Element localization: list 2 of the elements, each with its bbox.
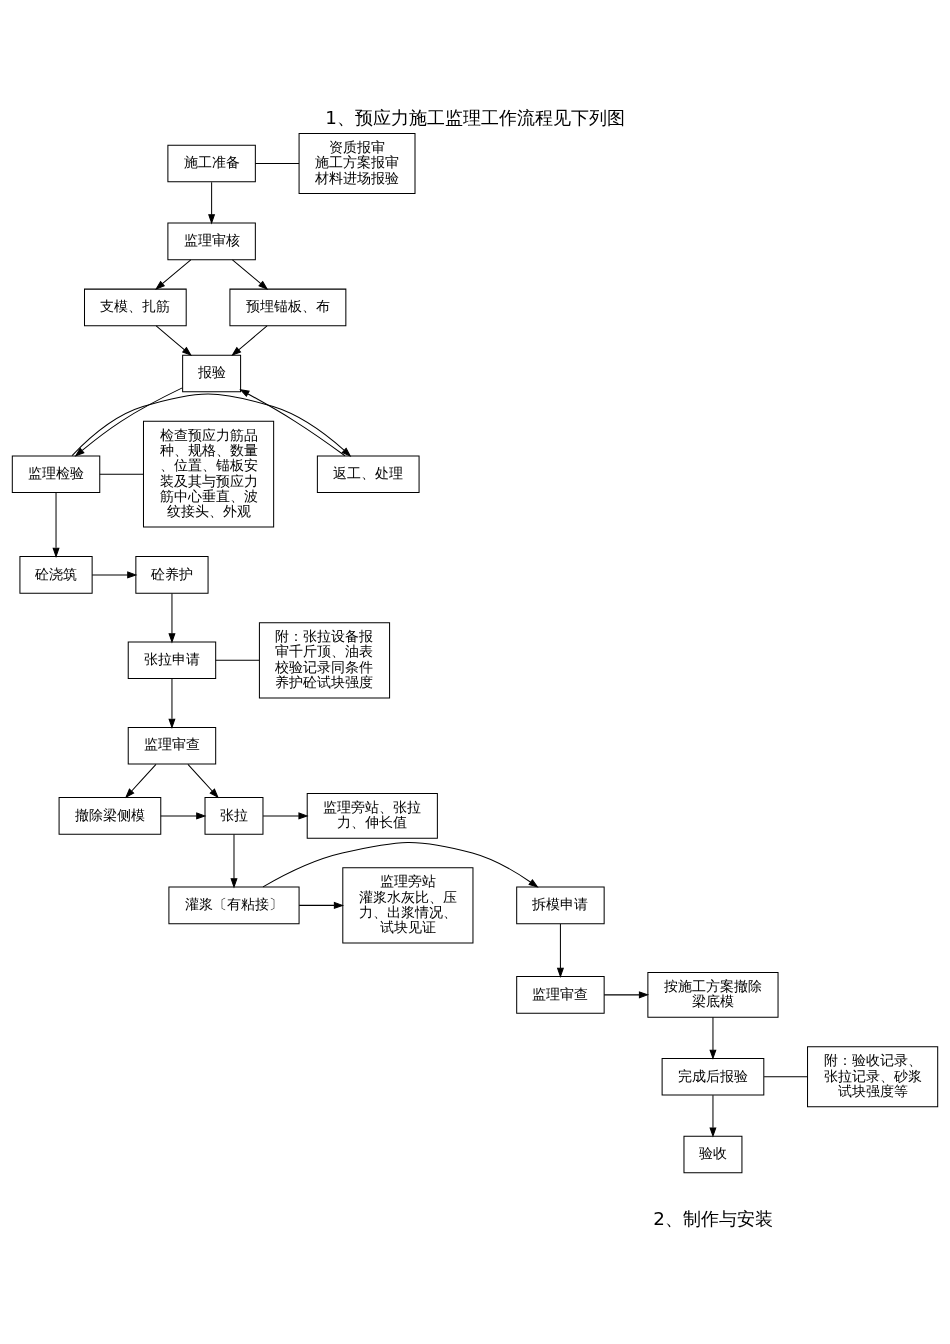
diagram-title: 1、预应力施工监理工作流程见下列图 <box>325 106 625 128</box>
label: 2、制作与安装 <box>653 1208 773 1230</box>
